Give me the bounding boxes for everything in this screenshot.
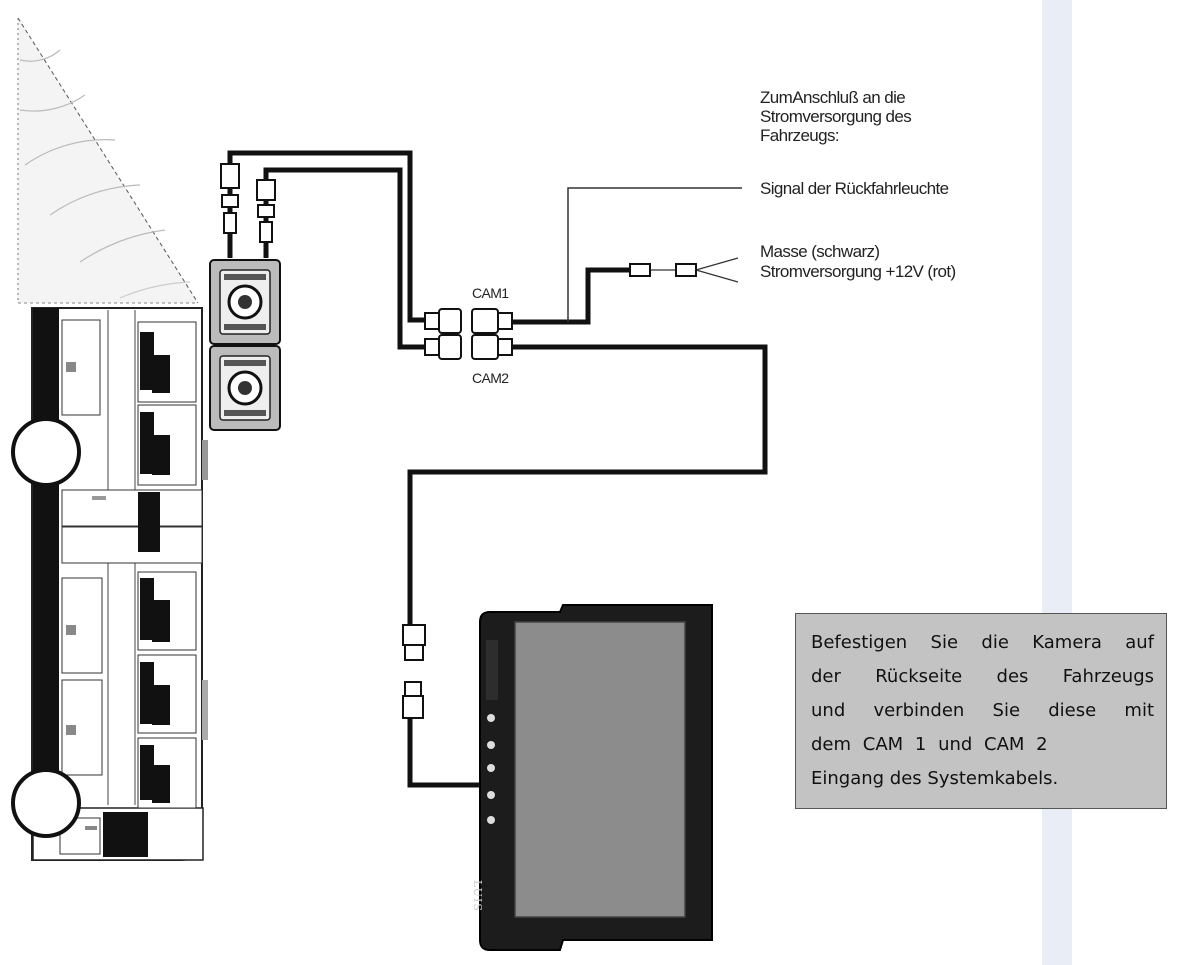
instruction-line-5: Eingang des Systemkabels. (811, 768, 1059, 789)
instruction-line-2: der Rückseite des Fahrzeugs (811, 666, 1154, 687)
ground-wire-label: Masse (schwarz) (760, 242, 880, 261)
signal-wire (567, 187, 742, 322)
instruction-line-4: dem CAM 1 und CAM 2 (811, 734, 1048, 755)
power-connection-note: ZumAnschluß an die Stromversorgung des F… (760, 88, 912, 145)
viewing-angle-icon (17, 17, 199, 304)
instruction-line-1: Befestigen Sie die Kamera auf (811, 632, 1154, 653)
power-note-line-3: Fahrzeugs: (760, 126, 840, 145)
cam2-label: CAM2 (472, 370, 509, 386)
reverse-light-signal-label: Signal der Rückfahrleuchte (760, 179, 949, 198)
power-note-line-1: ZumAnschluß an die (760, 88, 906, 107)
power-leads (650, 257, 739, 283)
bus-top-view-icon (11, 307, 208, 861)
rca-connector-icon (402, 263, 697, 719)
cam1-label: CAM1 (472, 285, 509, 301)
monitor-brand-label: LUIS (471, 880, 484, 912)
camera-icon (209, 259, 281, 431)
instruction-box: Befestigen Sie die Kamera auf der Rückse… (795, 613, 1167, 809)
system-cables (227, 150, 768, 788)
monitor-icon (479, 604, 713, 951)
rca-connector-icon (220, 163, 276, 243)
supply-wire-label: Stromversorgung +12V (rot) (760, 262, 956, 281)
power-note-line-2: Stromversorgung des (760, 107, 912, 126)
instruction-line-3: und verbinden Sie diese mit (811, 700, 1154, 721)
